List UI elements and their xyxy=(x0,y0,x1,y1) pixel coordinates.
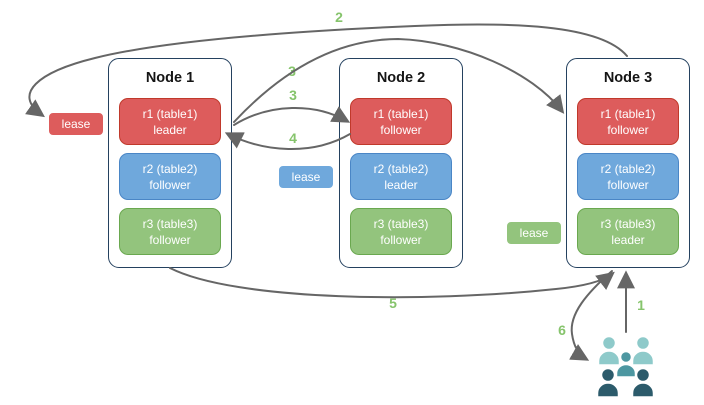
lease-badge-r2: lease xyxy=(278,165,334,189)
replica-role: leader xyxy=(384,177,418,192)
arrow-step6-node3-to-user xyxy=(569,270,613,361)
node2-r2-leader: r2 (table2) leader xyxy=(350,153,452,200)
node1-r3-follower: r3 (table3) follower xyxy=(119,208,221,255)
replica-name: r2 (table2) xyxy=(600,161,656,176)
step-label-3b: 3 xyxy=(289,87,297,103)
replica-role: follower xyxy=(149,177,191,192)
replica-role: follower xyxy=(607,177,649,192)
node-2-title: Node 2 xyxy=(376,70,426,86)
node-1: Node 1 r1 (table1) leader r2 (table2) fo… xyxy=(108,58,232,268)
node2-r3-follower: r3 (table3) follower xyxy=(350,208,452,255)
node2-r1-follower: r1 (table1) follower xyxy=(350,98,452,145)
lease-badge-r3: lease xyxy=(506,221,562,245)
replica-name: r1 (table1) xyxy=(600,106,656,121)
replica-role: follower xyxy=(149,232,191,247)
users-icon xyxy=(596,335,655,398)
replica-role: leader xyxy=(153,122,187,137)
node-1-title: Node 1 xyxy=(145,70,195,86)
step-label-5: 5 xyxy=(389,295,397,311)
step-label-3a: 3 xyxy=(288,63,296,79)
node1-r2-follower: r2 (table2) follower xyxy=(119,153,221,200)
node3-r2-follower: r2 (table2) follower xyxy=(577,153,679,200)
step-label-4: 4 xyxy=(289,130,297,146)
replica-role: follower xyxy=(607,122,649,137)
step-label-2: 2 xyxy=(335,9,343,25)
replica-role: leader xyxy=(611,232,645,247)
replica-name: r1 (table1) xyxy=(142,106,198,121)
node3-r3-leader: r3 (table3) leader xyxy=(577,208,679,255)
node-2: Node 2 r1 (table1) follower r2 (table2) … xyxy=(339,58,463,268)
lease-badge-r1: lease xyxy=(48,112,104,136)
replica-role: follower xyxy=(380,122,422,137)
replica-name: r2 (table2) xyxy=(373,161,429,176)
arrow-step3-leader-to-node2 xyxy=(233,106,351,126)
replica-name: r1 (table1) xyxy=(373,106,429,121)
step-label-1: 1 xyxy=(637,297,645,313)
node1-r1-leader: r1 (table1) leader xyxy=(119,98,221,145)
replica-name: r3 (table3) xyxy=(600,216,656,231)
node3-r1-follower: r1 (table1) follower xyxy=(577,98,679,145)
arrow-step5-node1-to-node3 xyxy=(169,267,615,299)
replica-name: r2 (table2) xyxy=(142,161,198,176)
node-3-title: Node 3 xyxy=(603,70,653,86)
replica-role: follower xyxy=(380,232,422,247)
replica-name: r3 (table3) xyxy=(373,216,429,231)
step-label-6: 6 xyxy=(558,322,566,338)
node-3: Node 3 r1 (table1) follower r2 (table2) … xyxy=(566,58,690,268)
replica-name: r3 (table3) xyxy=(142,216,198,231)
